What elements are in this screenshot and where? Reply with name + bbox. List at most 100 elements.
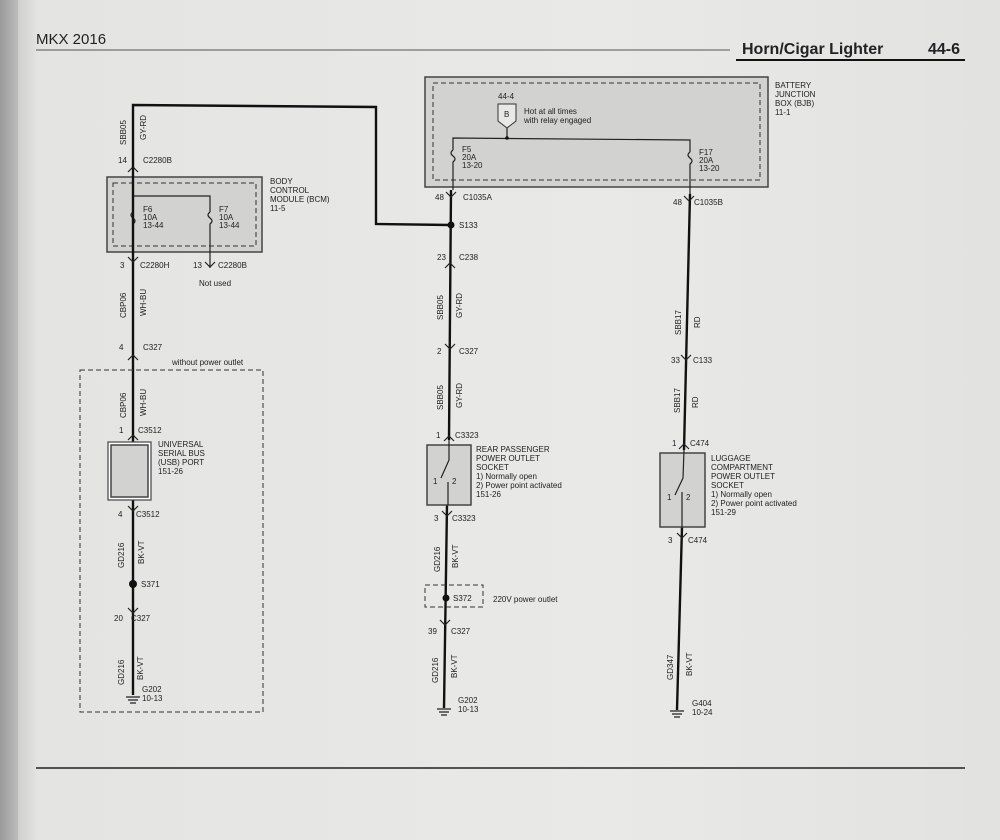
pin-label: 4 — [119, 343, 124, 352]
wire-color-label: RD — [693, 316, 702, 328]
wire-circuit-label: GD216 — [117, 542, 126, 568]
wire-color-label: BK-VT — [136, 656, 145, 680]
connector-label: C1035B — [694, 198, 723, 207]
svg-text:SOCKET: SOCKET — [711, 481, 744, 490]
bcm-label: BODY CONTROL MODULE (BCM) 11-5 — [270, 177, 330, 213]
wire-circuit-label: SBB17 — [674, 310, 683, 335]
header-title: Horn/Cigar Lighter — [742, 41, 883, 58]
connector-label: C3323 — [452, 514, 476, 523]
pin-label: 20 — [114, 614, 123, 623]
svg-text:POWER OUTLET: POWER OUTLET — [711, 472, 775, 481]
wire-circuit-label: SBB05 — [436, 295, 445, 320]
connector-label: C474 — [688, 536, 708, 545]
pin-label: 14 — [118, 156, 127, 165]
pin-label: 3 — [434, 514, 439, 523]
page-binding-edge — [0, 0, 18, 840]
svg-text:F6: F6 — [143, 205, 153, 214]
connector-arrow-icon — [127, 256, 139, 263]
bjb-box — [424, 76, 769, 188]
svg-text:UNIVERSAL: UNIVERSAL — [158, 440, 204, 449]
connector-arrow-icon — [676, 532, 688, 539]
connector-arrow-icon — [443, 435, 455, 442]
wire-circuit-label: GD347 — [666, 654, 675, 680]
svg-text:151-29: 151-29 — [711, 508, 736, 517]
header-page-number: 44-6 — [928, 41, 960, 58]
wire-circuit-label: SBB17 — [673, 388, 682, 413]
wire-color-label: BK-VT — [451, 544, 460, 568]
header-model: MKX 2016 — [36, 31, 106, 48]
wire-color-label: WH-BU — [139, 389, 148, 416]
fuse-f6-label: F6 10A 13-44 — [143, 205, 164, 230]
connector-label: C327 — [143, 343, 163, 352]
svg-text:CONTROL: CONTROL — [270, 186, 310, 195]
switch-pin: 2 — [686, 493, 691, 502]
switch-pin: 1 — [433, 477, 438, 486]
svg-text:13-44: 13-44 — [143, 221, 164, 230]
svg-text:BODY: BODY — [270, 177, 293, 186]
switch-pin: 2 — [452, 477, 457, 486]
pin-label: 4 — [118, 510, 123, 519]
option-dashed-box — [79, 369, 264, 713]
connector-b-icon — [497, 103, 517, 129]
wire-color-label: GY-RD — [139, 115, 148, 140]
pin-label: 48 — [435, 193, 444, 202]
connector-label: C2280H — [140, 261, 170, 270]
connector-label: C238 — [459, 253, 479, 262]
ground-label: G202 — [142, 685, 162, 694]
connector-arrow-icon — [444, 343, 456, 350]
connector-arrow-icon — [444, 262, 456, 269]
splice-dot-icon — [442, 594, 450, 602]
ground-ref: 10-13 — [142, 694, 163, 703]
svg-text:11-5: 11-5 — [270, 204, 286, 213]
connector-arrow-icon — [439, 619, 451, 626]
splice-label: S372 — [453, 594, 472, 603]
connector-label: C327 — [459, 347, 479, 356]
svg-text:151-26: 151-26 — [158, 467, 183, 476]
svg-text:1) Normally open: 1) Normally open — [711, 490, 772, 499]
wire-sbb05-top — [131, 103, 451, 227]
fuse-f17-label: F17 20A 13-20 — [699, 148, 720, 173]
bjb-dashed-outline — [432, 82, 761, 181]
fuse-f5-label: F5 20A 13-20 — [462, 145, 483, 170]
svg-text:SOCKET: SOCKET — [476, 463, 509, 472]
svg-text:F17: F17 — [699, 148, 713, 157]
svg-text:F7: F7 — [219, 205, 229, 214]
pin-label: 33 — [671, 356, 680, 365]
option-note: without power outlet — [171, 358, 244, 367]
fuse-f17-icon — [687, 151, 693, 194]
wire-right-main — [675, 193, 692, 711]
pin-label: 39 — [428, 627, 437, 636]
bjb-label: BATTERY JUNCTION BOX (BJB) 11-1 — [775, 81, 816, 117]
connector-arrow-icon — [441, 510, 453, 517]
connector-arrow-icon — [127, 505, 139, 512]
wire-color-label: BK-VT — [450, 654, 459, 678]
connector-label: C133 — [693, 356, 713, 365]
wire-color-label: WH-BU — [139, 289, 148, 316]
ground-label: G202 — [458, 696, 478, 705]
usb-port-label: UNIVERSAL SERIAL BUS (USB) PORT 151-26 — [158, 440, 205, 476]
connector-arrow-icon — [683, 195, 695, 202]
connector-label: C327 — [131, 614, 151, 623]
svg-text:COMPARTMENT: COMPARTMENT — [711, 463, 773, 472]
pin-label: 1 — [436, 431, 441, 440]
connector-arrow-icon — [680, 354, 692, 361]
svg-text:151-26: 151-26 — [476, 490, 501, 499]
svg-text:10A: 10A — [143, 213, 158, 222]
ground-icon — [670, 710, 684, 718]
svg-text:MODULE (BCM): MODULE (BCM) — [270, 195, 330, 204]
wire-color-label: BK-VT — [685, 652, 694, 676]
svg-text:(USB) PORT: (USB) PORT — [158, 458, 204, 467]
wire-color-label: GY-RD — [455, 383, 464, 408]
svg-text:10A: 10A — [219, 213, 234, 222]
pin-label: 3 — [668, 536, 673, 545]
splice-dot-icon — [447, 221, 455, 229]
wire-circuit-label: GD216 — [117, 659, 126, 685]
svg-text:F5: F5 — [462, 145, 472, 154]
ground-ref: 10-24 — [692, 708, 713, 717]
svg-text:2) Power point activated: 2) Power point activated — [711, 499, 797, 508]
not-used-note: Not used — [199, 279, 231, 288]
switch-pin: 1 — [667, 493, 672, 502]
connector-label: C2280B — [218, 261, 247, 270]
luggage-outlet-label: LUGGAGE COMPARTMENT POWER OUTLET SOCKET … — [711, 454, 797, 517]
pin-label: 1 — [119, 426, 124, 435]
